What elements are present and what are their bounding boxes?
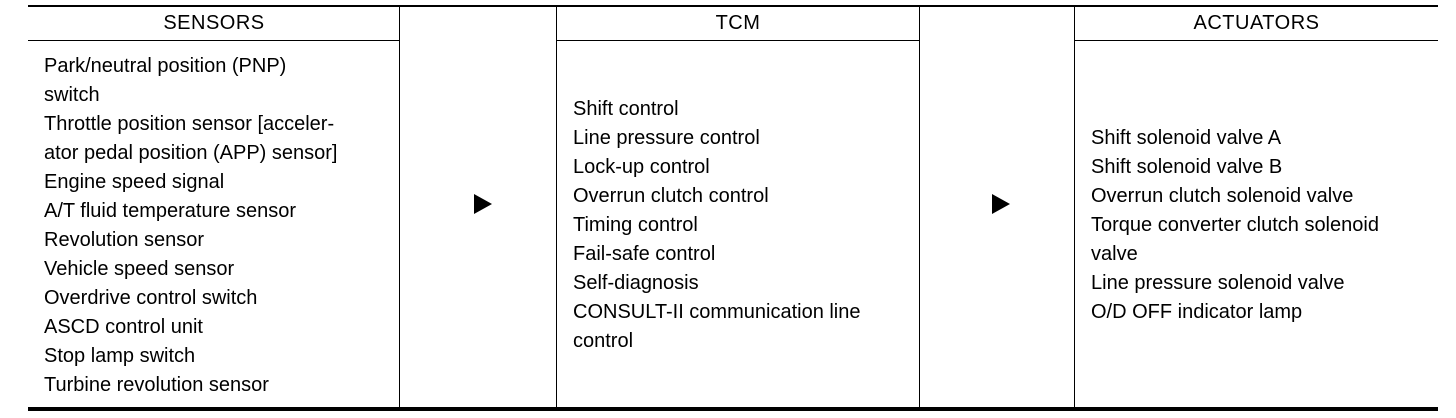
sensors-right-divider bbox=[399, 5, 400, 408]
list-item: Overrun clutch control bbox=[573, 185, 769, 207]
list-item: Engine speed signal bbox=[44, 171, 225, 193]
table-bottom-border bbox=[28, 407, 1438, 411]
actuators-list: Shift solenoid valve A Shift solenoid va… bbox=[1091, 124, 1379, 327]
list-item: A/T fluid temperature sensor bbox=[44, 200, 296, 222]
sensors-list: Park/neutral position (PNP) switch Throt… bbox=[44, 52, 338, 400]
list-item: control bbox=[573, 330, 634, 352]
list-item: Torque converter clutch solenoid bbox=[1091, 214, 1379, 236]
list-item: Revolution sensor bbox=[44, 229, 205, 251]
list-item: Line pressure control bbox=[573, 127, 760, 149]
list-item: ator pedal position (APP) sensor] bbox=[44, 142, 338, 164]
list-item: Overrun clutch solenoid valve bbox=[1091, 185, 1354, 207]
actuators-header-divider bbox=[1074, 40, 1438, 41]
list-item: CONSULT-II communication line bbox=[573, 301, 861, 323]
list-item: Fail-safe control bbox=[573, 243, 716, 265]
list-item: Overdrive control switch bbox=[44, 287, 258, 309]
tcm-header-divider bbox=[556, 40, 920, 41]
list-item: Vehicle speed sensor bbox=[44, 258, 235, 280]
list-item: Turbine revolution sensor bbox=[44, 374, 269, 396]
flow-arrow-right-icon bbox=[474, 194, 492, 214]
list-item: Shift solenoid valve B bbox=[1091, 156, 1283, 178]
list-item: valve bbox=[1091, 243, 1138, 265]
list-item: O/D OFF indicator lamp bbox=[1091, 301, 1303, 323]
list-item: Line pressure solenoid valve bbox=[1091, 272, 1345, 294]
list-item: Self-diagnosis bbox=[573, 272, 699, 294]
list-item: switch bbox=[44, 84, 100, 106]
list-item: Timing control bbox=[573, 214, 698, 236]
sensors-column: SENSORS Park/neutral position (PNP) swit… bbox=[28, 5, 400, 408]
flow-arrow-right-icon bbox=[992, 194, 1010, 214]
actuators-header: ACTUATORS bbox=[1193, 12, 1320, 34]
tcm-column: TCM Shift control Line pressure control … bbox=[556, 5, 920, 408]
list-item: Shift solenoid valve A bbox=[1091, 127, 1282, 149]
list-item: Park/neutral position (PNP) bbox=[44, 55, 287, 77]
sensors-header-divider bbox=[28, 40, 400, 41]
list-item: Shift control bbox=[573, 98, 679, 120]
tcm-header: TCM bbox=[715, 12, 761, 34]
list-item: ASCD control unit bbox=[44, 316, 203, 338]
list-item: Throttle position sensor [acceler- bbox=[44, 113, 335, 135]
tcm-list: Shift control Line pressure control Lock… bbox=[573, 95, 861, 356]
list-item: Stop lamp switch bbox=[44, 345, 196, 367]
table-top-border bbox=[28, 5, 1438, 7]
sensors-header: SENSORS bbox=[163, 12, 265, 34]
list-item: Lock-up control bbox=[573, 156, 710, 178]
actuators-column: ACTUATORS Shift solenoid valve A Shift s… bbox=[1074, 5, 1438, 408]
